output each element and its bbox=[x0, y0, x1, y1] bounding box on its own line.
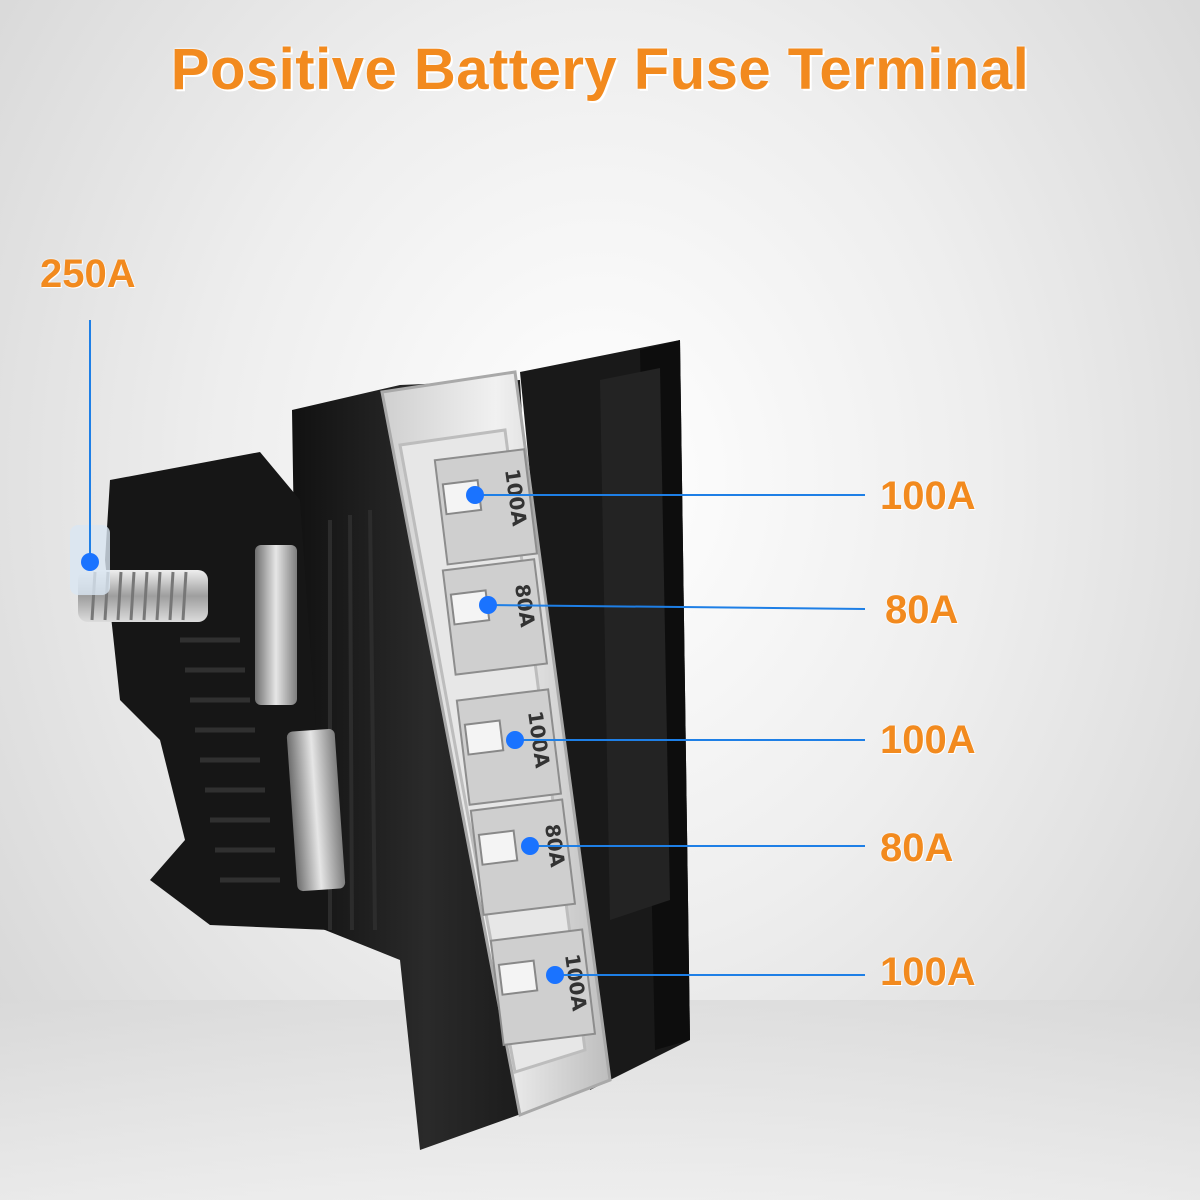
floor-surface bbox=[0, 1000, 1200, 1200]
callout-dot-fuse-4 bbox=[521, 837, 539, 855]
callout-dot-fuse-3 bbox=[506, 731, 524, 749]
callout-lines bbox=[89, 320, 866, 976]
label-fuse-4-rating: 80A bbox=[880, 826, 954, 870]
label-fuse-1-rating: 100A bbox=[880, 474, 976, 518]
label-fuse-3-rating: 100A bbox=[880, 718, 976, 762]
page-title: Positive Battery Fuse Terminal bbox=[170, 37, 1030, 102]
metal-pin-upper bbox=[255, 545, 297, 705]
callout-dot-fuse-1 bbox=[466, 486, 484, 504]
callout-dots bbox=[81, 486, 564, 984]
label-main-stud-rating: 250A bbox=[40, 252, 136, 296]
callout-line-fuse-2 bbox=[487, 604, 866, 610]
label-fuse-2-rating: 80A bbox=[885, 588, 959, 632]
fuse-strips bbox=[433, 448, 597, 1047]
callout-dot-main-stud bbox=[81, 553, 99, 571]
callout-dot-fuse-2 bbox=[479, 596, 497, 614]
label-fuse-5-rating: 100A bbox=[880, 950, 976, 994]
callout-dot-fuse-5 bbox=[546, 966, 564, 984]
metal-pin-lower bbox=[286, 728, 346, 892]
